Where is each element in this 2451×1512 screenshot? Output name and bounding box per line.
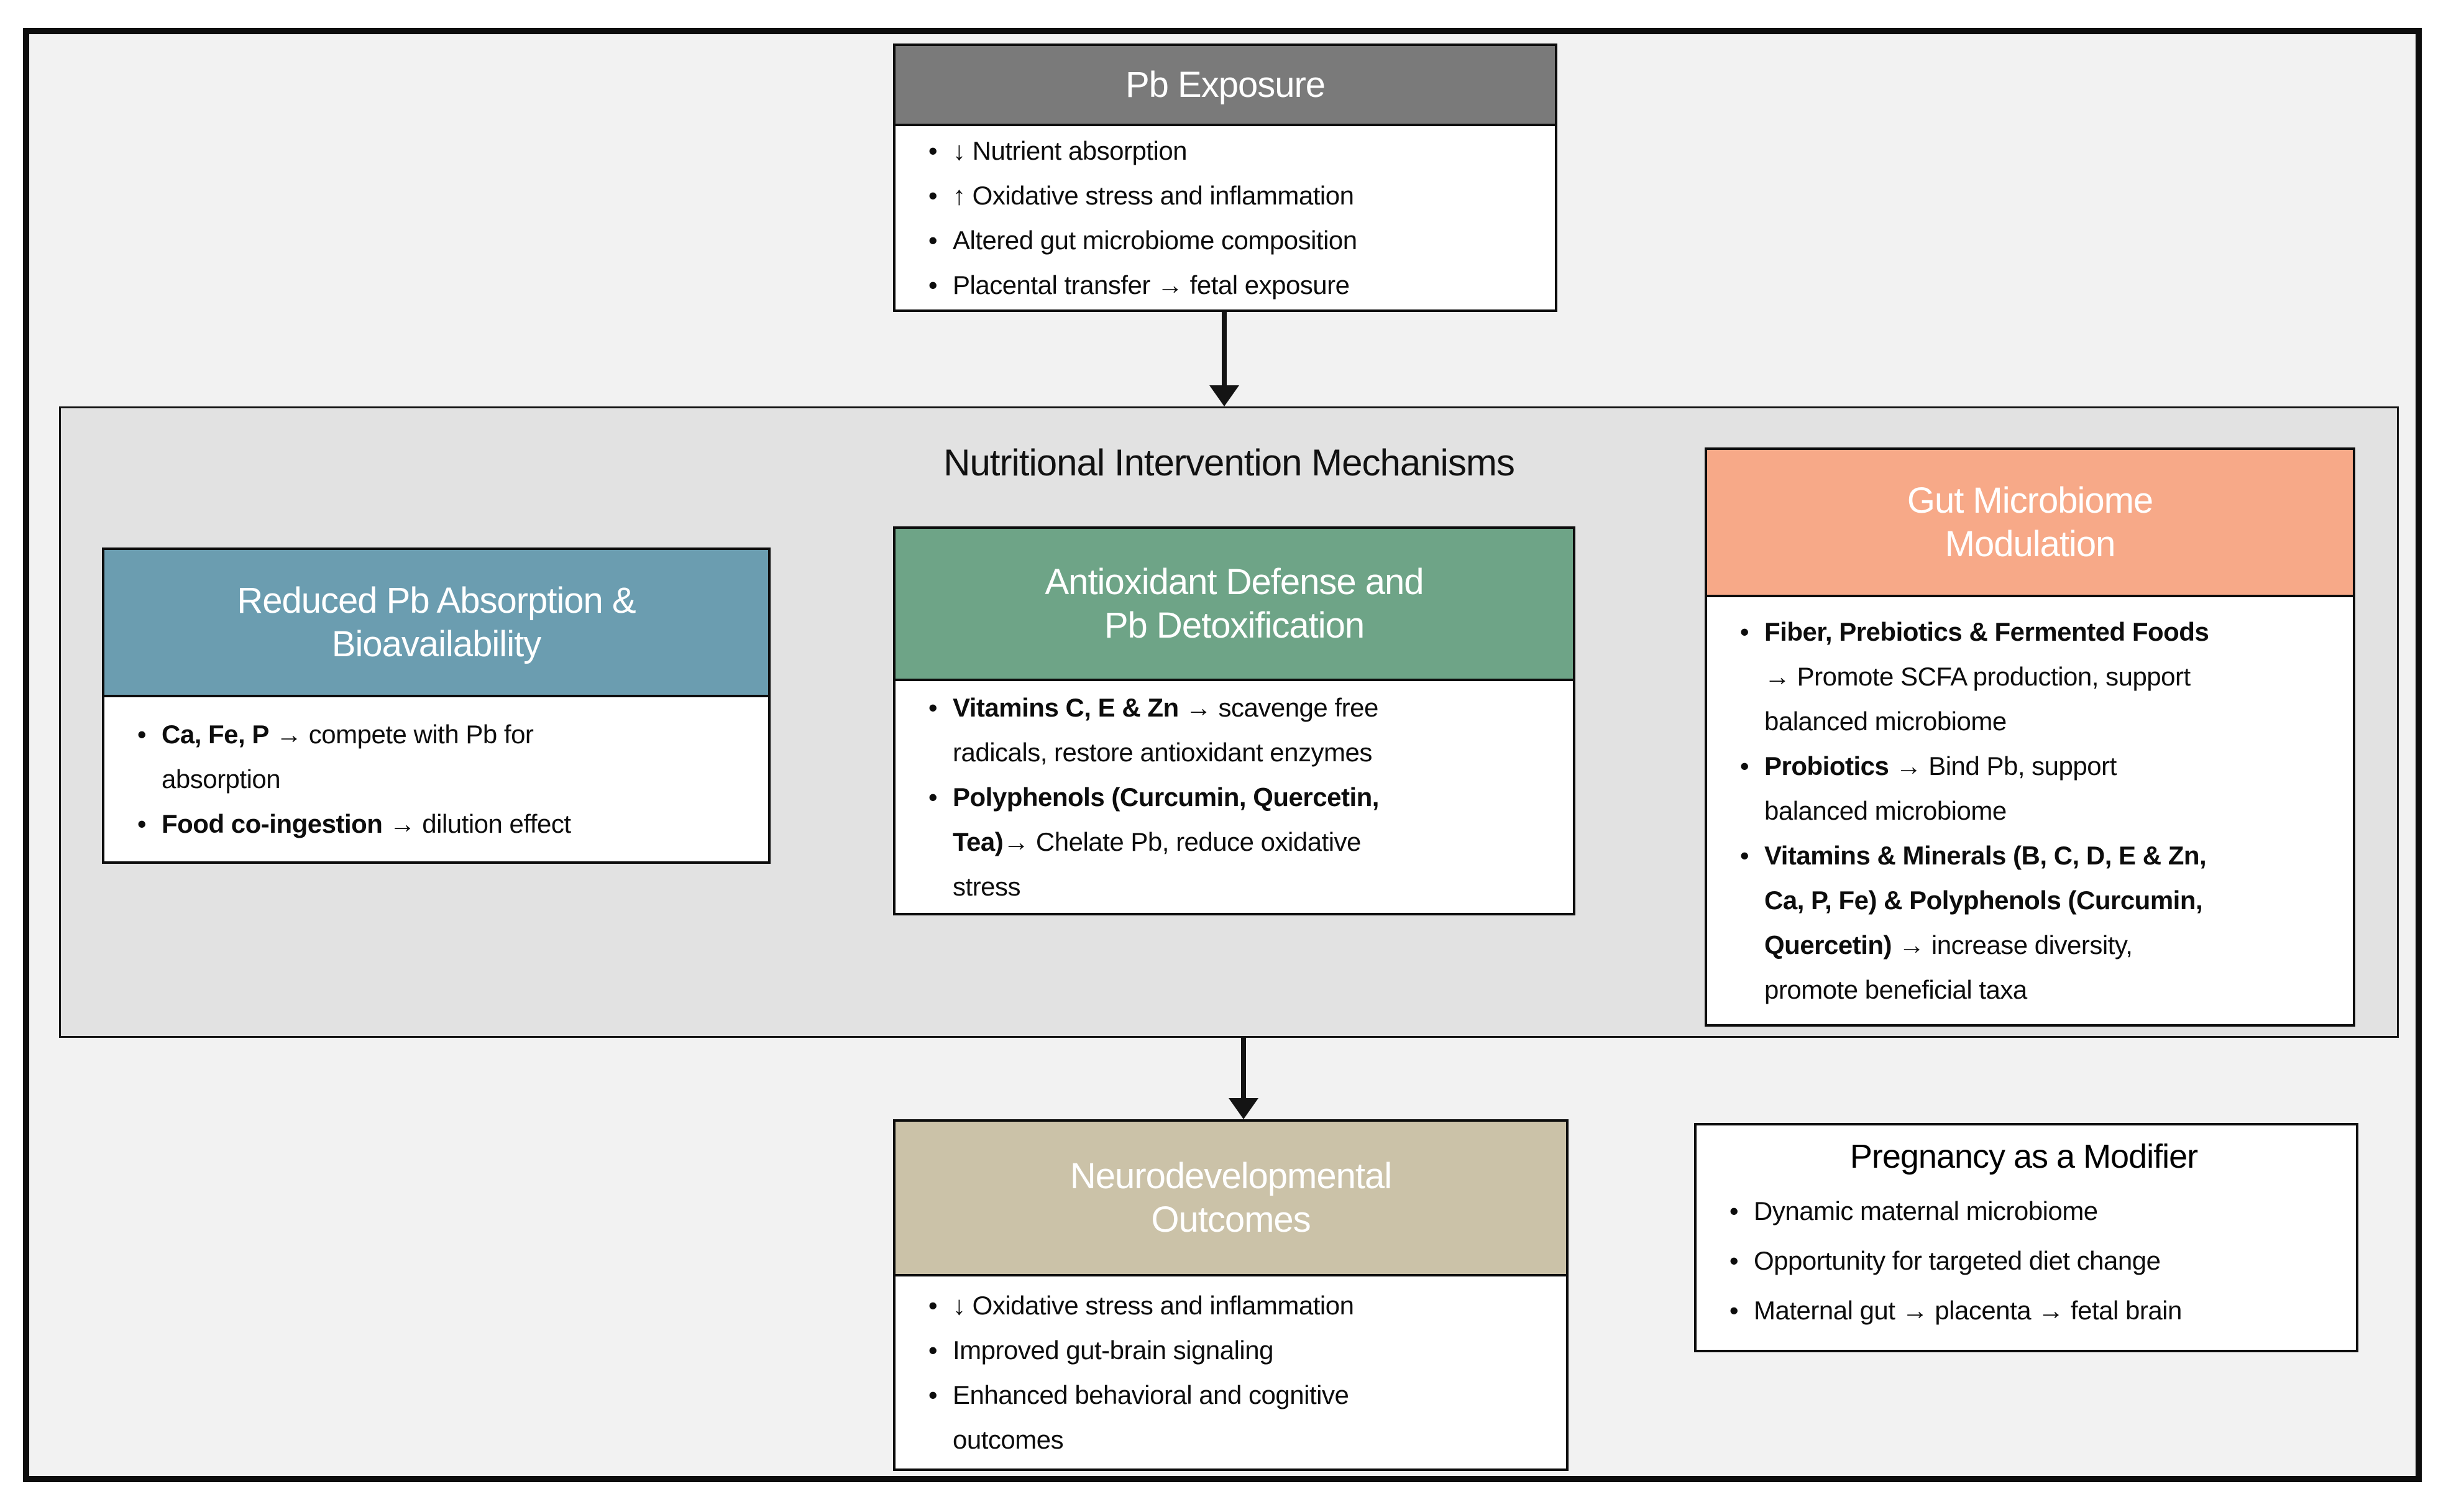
bullet-marker: [913, 263, 953, 308]
gut-microbiome-body: Fiber, Prebiotics & Fermented Foods → Pr…: [1707, 597, 2353, 1024]
bullet-item: Dynamic maternal microbiome: [1714, 1186, 2334, 1236]
bullet-marker: [122, 802, 162, 846]
reduced-pb-absorption-body: Ca, Fe, P → compete with Pb for absorpti…: [104, 697, 768, 861]
bullet-marker: [1725, 833, 1764, 878]
bullet-item: Fiber, Prebiotics & Fermented Foods → Pr…: [1725, 610, 2330, 744]
pb-exposure-header: Pb Exposure: [896, 46, 1555, 126]
bullet-item: ↑ Oxidative stress and inflammation: [913, 173, 1532, 218]
bullet-item: Polyphenols (Curcumin, Quercetin, Tea)→ …: [913, 775, 1551, 909]
bullet-marker: [913, 218, 953, 263]
bullet-item: Ca, Fe, P → compete with Pb for absorpti…: [122, 712, 746, 802]
neurodevelopmental-outcomes-body: ↓ Oxidative stress and inflammation Impr…: [896, 1276, 1566, 1468]
arrow-head: [1229, 1098, 1258, 1119]
bullet-marker: [1725, 744, 1764, 789]
pregnancy-modifier-box: Pregnancy as a Modifier Dynamic maternal…: [1694, 1123, 2358, 1352]
bullet-item: Opportunity for targeted diet change: [1714, 1236, 2334, 1286]
arrow-shaft: [1222, 312, 1227, 385]
header-line: Neurodevelopmental: [1070, 1155, 1392, 1196]
bullet-marker: [913, 173, 953, 218]
header-line: Bioavailability: [331, 623, 541, 664]
antioxidant-defense-box: Antioxidant Defense and Pb Detoxificatio…: [893, 526, 1575, 915]
arrow-shaft: [1241, 1038, 1246, 1098]
neurodevelopmental-outcomes-header: Neurodevelopmental Outcomes: [896, 1122, 1566, 1276]
bullet-item: Altered gut microbiome composition: [913, 218, 1532, 263]
panel-title: Nutritional Intervention Mechanisms: [943, 442, 1515, 483]
bullet-marker: [913, 1283, 953, 1328]
bullet-marker: [913, 129, 953, 173]
bullet-item: Maternal gut → placenta → fetal brain: [1714, 1286, 2334, 1336]
header-line: Reduced Pb Absorption &: [237, 580, 636, 621]
bullet-marker: [1714, 1236, 1754, 1286]
bullet-marker: [1725, 610, 1764, 654]
bullet-item: ↓ Oxidative stress and inflammation: [913, 1283, 1473, 1328]
header-line: Pb Detoxification: [1104, 605, 1365, 646]
reduced-pb-absorption-header: Reduced Pb Absorption & Bioavailability: [104, 550, 768, 697]
bullet-item: Placental transfer → fetal exposure: [913, 263, 1532, 308]
pregnancy-modifier-body: Pregnancy as a Modifier Dynamic maternal…: [1697, 1125, 2356, 1350]
header-line: Antioxidant Defense and: [1045, 561, 1424, 602]
arrow-head: [1209, 385, 1239, 406]
reduced-pb-absorption-box: Reduced Pb Absorption & Bioavailability …: [102, 548, 771, 864]
arrow-down-icon: [1229, 1038, 1258, 1119]
gut-microbiome-box: Gut Microbiome Modulation Fiber, Prebiot…: [1705, 447, 2355, 1027]
header-line: Pb Exposure: [1125, 64, 1326, 105]
bullet-item: ↓ Nutrient absorption: [913, 129, 1532, 173]
bullet-marker: [122, 712, 162, 757]
bullet-item: Food co-ingestion → dilution effect: [122, 802, 746, 846]
neurodevelopmental-outcomes-box: Neurodevelopmental Outcomes ↓ Oxidative …: [893, 1119, 1569, 1471]
header-line: Gut Microbiome: [1907, 480, 2153, 521]
bullet-item: Improved gut-brain signaling: [913, 1328, 1473, 1373]
bullet-marker: [1714, 1286, 1754, 1336]
bullet-marker: [913, 1328, 953, 1373]
header-line: Modulation: [1945, 523, 2116, 564]
antioxidant-defense-body: Vitamins C, E & Zn → scavenge free radic…: [896, 681, 1573, 913]
bullet-item: Probiotics → Bind Pb, support balanced m…: [1725, 744, 2330, 833]
pb-exposure-box: Pb Exposure ↓ Nutrient absorption ↑ Oxid…: [893, 44, 1557, 312]
antioxidant-defense-header: Antioxidant Defense and Pb Detoxificatio…: [896, 529, 1573, 681]
bullet-item: Vitamins & Minerals (B, C, D, E & Zn, Ca…: [1725, 833, 2330, 1012]
header-line: Outcomes: [1151, 1199, 1311, 1240]
bullet-marker: [913, 775, 953, 820]
bullet-item: Vitamins C, E & Zn → scavenge free radic…: [913, 685, 1551, 775]
bullet-marker: [913, 1373, 953, 1418]
bullet-marker: [1714, 1186, 1754, 1236]
pb-exposure-body: ↓ Nutrient absorption ↑ Oxidative stress…: [896, 126, 1555, 309]
bullet-item: Enhanced behavioral and cognitive outcom…: [913, 1373, 1473, 1462]
gut-microbiome-header: Gut Microbiome Modulation: [1707, 450, 2353, 597]
bullet-marker: [913, 685, 953, 730]
pregnancy-modifier-title: Pregnancy as a Modifier: [1849, 1138, 2198, 1175]
arrow-down-icon: [1209, 312, 1239, 406]
